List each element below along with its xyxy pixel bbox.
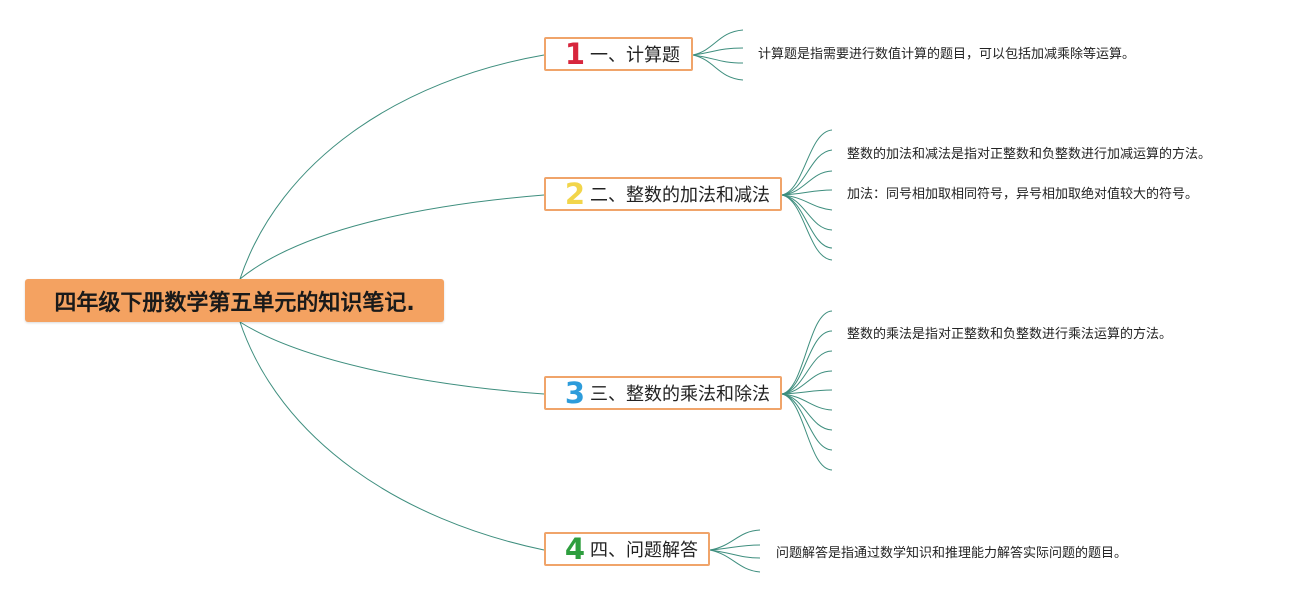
branch-problem-solving[interactable]: 4 四、问题解答 xyxy=(544,532,710,566)
branch-label: 四、问题解答 xyxy=(590,540,698,561)
number-badge-2: 2 xyxy=(564,177,586,211)
branch-label: 一、计算题 xyxy=(590,45,680,66)
note-multiplication-definition[interactable]: 整数的乘法是指对正整数和负整数进行乘法运算的方法。 xyxy=(847,327,1173,342)
root-topic[interactable]: 四年级下册数学第五单元的知识笔记. xyxy=(25,279,444,322)
connector-root-branch-4 xyxy=(239,321,545,551)
branch-label: 三、整数的乘法和除法 xyxy=(590,384,770,405)
number-badge-4: 4 xyxy=(564,532,586,566)
number-badge-3: 3 xyxy=(564,376,586,410)
branch-integer-addition-subtraction[interactable]: 2 二、整数的加法和减法 xyxy=(544,177,782,211)
connector-root-branch-1 xyxy=(239,54,545,280)
note-calculation[interactable]: 计算题是指需要进行数值计算的题目，可以包括加减乘除等运算。 xyxy=(758,47,1136,62)
note-addition-definition[interactable]: 整数的加法和减法是指对正整数和负整数进行加减运算的方法。 xyxy=(847,147,1212,162)
connector-root-branch-3 xyxy=(239,321,545,395)
note-problem-solving[interactable]: 问题解答是指通过数学知识和推理能力解答实际问题的题目。 xyxy=(776,546,1128,561)
note-addition-rule[interactable]: 加法：同号相加取相同符号，异号相加取绝对值较大的符号。 xyxy=(847,187,1199,202)
branch-calculation[interactable]: 1 一、计算题 xyxy=(544,37,693,71)
branch-integer-multiplication-division[interactable]: 3 三、整数的乘法和除法 xyxy=(544,376,782,410)
connector-root-branch-2 xyxy=(239,194,545,280)
number-badge-1: 1 xyxy=(564,37,586,71)
root-title: 四年级下册数学第五单元的知识笔记. xyxy=(54,290,415,316)
branch-label: 二、整数的加法和减法 xyxy=(590,185,770,206)
